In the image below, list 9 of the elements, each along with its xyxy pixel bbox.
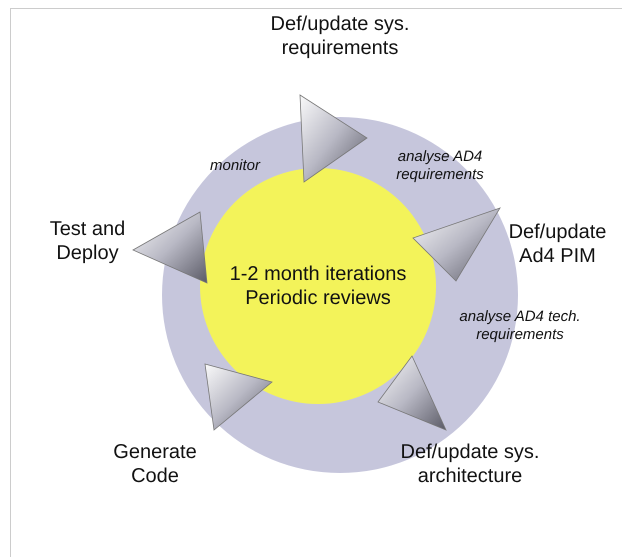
stage-label: Def/update Ad4 PIM — [508, 220, 608, 268]
stage-label: Test and Deploy — [48, 217, 126, 265]
stage-label: Def/update sys. requirements — [270, 12, 410, 60]
center-text: 1-2 month iterations Periodic reviews — [228, 262, 408, 310]
stage-label: Def/update sys. architecture — [400, 440, 540, 488]
stage-label: Generate Code — [112, 440, 198, 488]
cycle-label: monitor — [208, 157, 262, 175]
cycle-label: analyse AD4 requirements — [395, 148, 485, 184]
cycle-label: analyse AD4 tech. requirements — [458, 308, 582, 344]
